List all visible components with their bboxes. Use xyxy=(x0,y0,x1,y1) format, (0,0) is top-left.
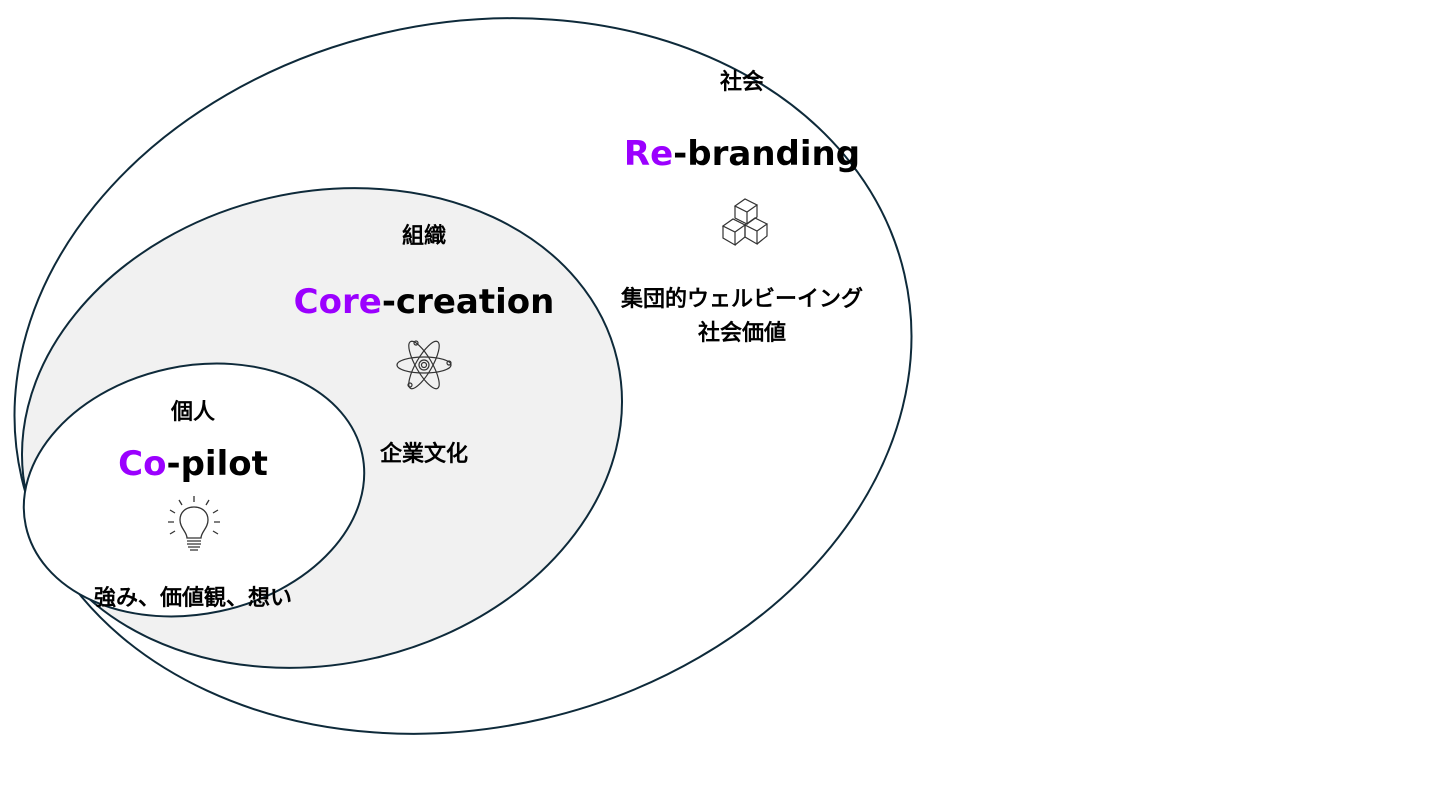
individual-title-rest: -pilot xyxy=(166,444,268,484)
organization-title-accent: Core xyxy=(293,282,382,322)
cubes-icon xyxy=(721,198,769,247)
organization-title: Core-creation xyxy=(294,282,555,322)
individual-label: 個人 xyxy=(170,400,216,425)
individual-title-accent: Co xyxy=(118,444,167,484)
lightbulb-icon xyxy=(168,496,220,551)
organization-label: 組織 xyxy=(401,224,447,249)
individual-desc: 強み、価値観、想い xyxy=(93,586,293,611)
society-label: 社会 xyxy=(719,70,765,95)
individual-ellipse xyxy=(22,362,366,618)
society-title-accent: Re xyxy=(623,134,674,174)
society-desc-line1: 集団的ウェルビーイング xyxy=(620,287,864,312)
organization-desc: 企業文化 xyxy=(379,442,469,467)
society-title: Re-branding xyxy=(624,134,860,174)
society-desc-line2: 社会価値 xyxy=(697,321,787,346)
organization-title-rest: -creation xyxy=(381,282,555,322)
society-title-rest: -branding xyxy=(673,134,861,174)
individual-title: Co-pilot xyxy=(118,444,268,484)
atom-icon xyxy=(396,340,452,390)
